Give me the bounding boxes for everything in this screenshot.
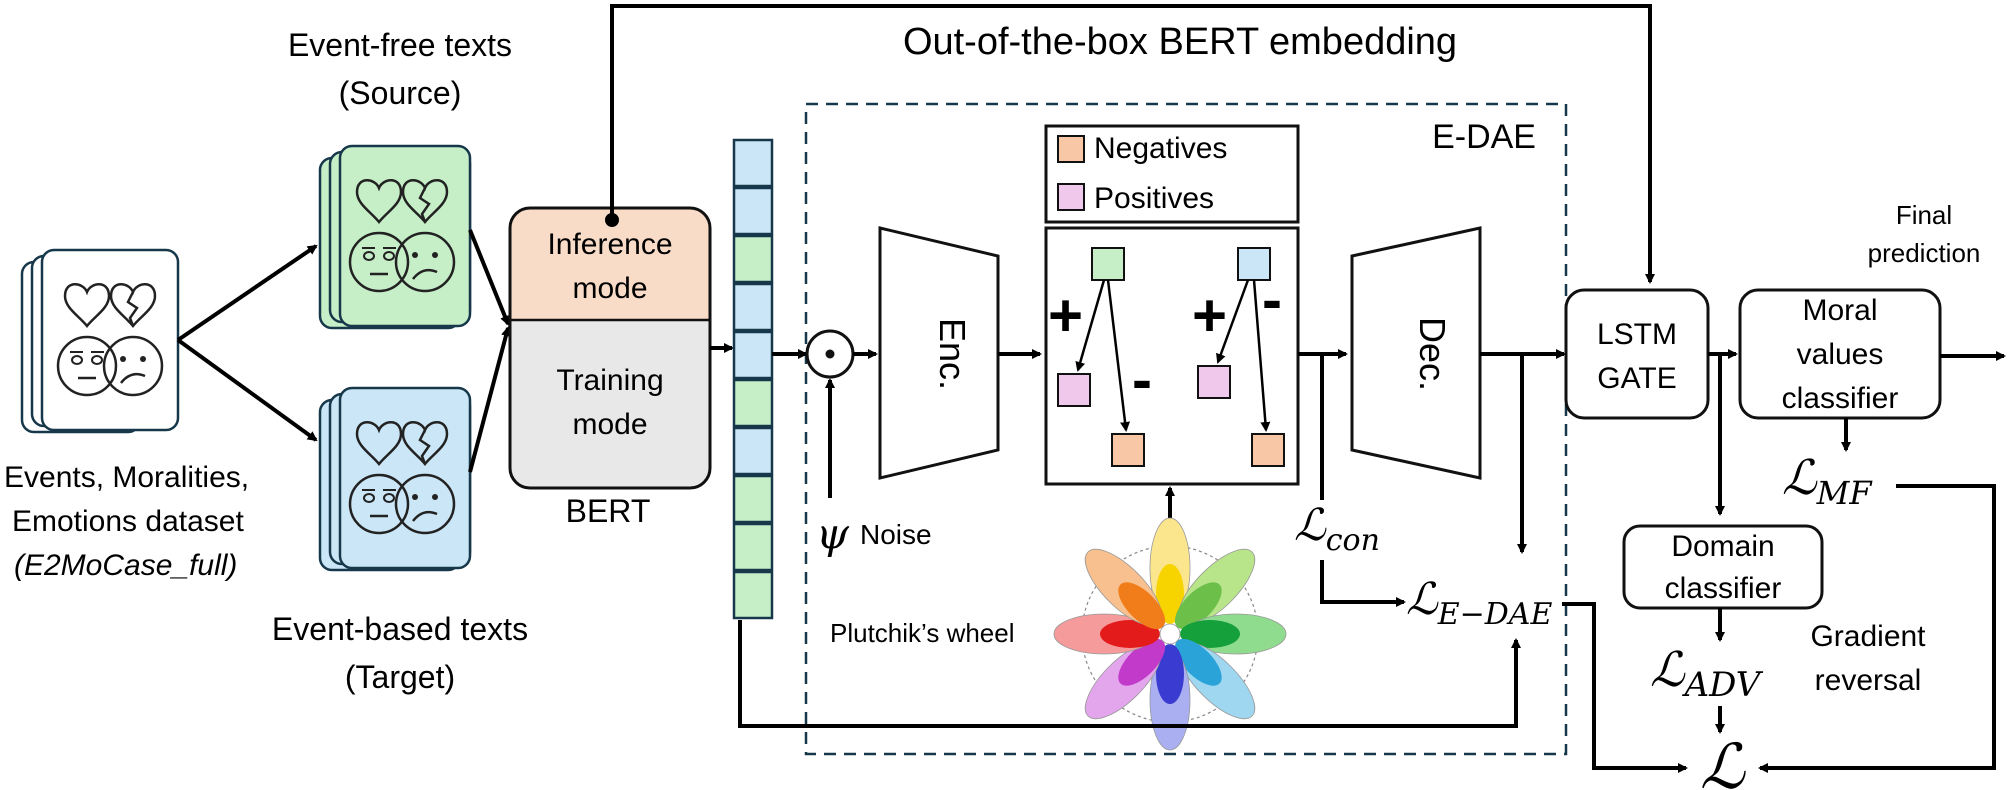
arrow-to-source bbox=[176, 244, 318, 342]
decoder-label: Dec. bbox=[1412, 317, 1453, 391]
total-loss-symbol: ℒ bbox=[1700, 730, 1746, 790]
embedding-cell bbox=[732, 282, 774, 332]
odot-operator bbox=[805, 329, 855, 379]
positives-swatch bbox=[1057, 183, 1085, 211]
embedding-cell bbox=[732, 378, 774, 428]
positive-square-right bbox=[1197, 365, 1231, 399]
final-label-line2: prediction bbox=[1868, 238, 1981, 268]
negatives-swatch bbox=[1057, 135, 1085, 163]
minus-sign-right: - bbox=[1262, 266, 1282, 333]
embedding-cell bbox=[732, 426, 774, 476]
dataset-card-stack bbox=[20, 248, 180, 434]
out-of-box-label: Out-of-the-box BERT embedding bbox=[903, 21, 1457, 63]
arrow-push-negative-left bbox=[1106, 279, 1131, 432]
embedding-cell bbox=[732, 570, 774, 620]
psi-symbol: ψ bbox=[816, 509, 850, 558]
positive-square-left bbox=[1057, 373, 1091, 407]
dataset-label-line2: Emotions dataset bbox=[12, 505, 244, 538]
minus-sign-left: - bbox=[1132, 346, 1152, 413]
arrow-lcon-to-ledae bbox=[1320, 560, 1406, 607]
anchor-green-square bbox=[1091, 247, 1125, 281]
source-card-stack bbox=[318, 144, 472, 330]
lstm-label-line2: GATE bbox=[1597, 362, 1676, 395]
l-edae-symbol: ℒE−DAE bbox=[1406, 574, 1552, 632]
edae-label: E-DAE bbox=[1432, 118, 1536, 156]
moral-label-line3: classifier bbox=[1782, 382, 1899, 415]
noise-label: Noise bbox=[860, 519, 932, 550]
anchor-blue-square bbox=[1237, 247, 1271, 281]
edae-box bbox=[804, 102, 1568, 756]
embedding-cell bbox=[732, 522, 774, 572]
target-label: (Target) bbox=[345, 659, 455, 695]
domain-label-line1: Domain bbox=[1671, 530, 1774, 563]
arrow-embedding-to-ledae bbox=[738, 620, 1521, 728]
inference-mode-line1: Inference bbox=[547, 228, 672, 261]
arrow-lmf-to-total bbox=[1758, 484, 1996, 773]
gradient-label-line1: Gradient bbox=[1810, 620, 1926, 653]
gradient-label-line2: reversal bbox=[1815, 664, 1922, 697]
dataset-label-line1: Events, Moralities, bbox=[4, 461, 249, 494]
encoder-block bbox=[878, 226, 1000, 480]
embedding-cell bbox=[732, 330, 774, 380]
l-con-symbol: ℒcon bbox=[1294, 500, 1380, 558]
contrastive-right-group: + - bbox=[1192, 247, 1285, 467]
l-adv-symbol: ℒADV bbox=[1650, 642, 1764, 705]
legend-box bbox=[1044, 124, 1300, 224]
contrastive-left-group: + - bbox=[1048, 247, 1152, 467]
arrow-to-target bbox=[176, 338, 318, 442]
negatives-label: Negatives bbox=[1094, 132, 1227, 165]
domain-label-line2: classifier bbox=[1665, 572, 1782, 605]
encoder-label: Enc. bbox=[932, 318, 973, 390]
embedding-cell bbox=[732, 186, 774, 236]
plus-sign-left: + bbox=[1048, 282, 1083, 349]
event-based-title: Event-based texts bbox=[272, 611, 528, 647]
arrow-pull-positive-left bbox=[1075, 279, 1106, 372]
training-mode-line1: Training bbox=[556, 364, 663, 397]
moral-label-line1: Moral bbox=[1802, 294, 1877, 327]
arrow-target-to-bert bbox=[468, 326, 511, 473]
embedding-cell bbox=[732, 138, 774, 188]
final-label-line1: Final bbox=[1896, 200, 1952, 230]
lstm-label-line1: LSTM bbox=[1597, 318, 1677, 351]
plutchik-wheel-image bbox=[1053, 517, 1287, 751]
negative-square-right bbox=[1251, 433, 1285, 467]
bert-label: BERT bbox=[566, 493, 651, 529]
source-label: (Source) bbox=[339, 75, 462, 111]
arrow-source-to-bert bbox=[468, 229, 510, 326]
inference-mode-line2: mode bbox=[572, 272, 647, 305]
plutchik-label: Plutchik’s wheel bbox=[830, 618, 1015, 648]
dataset-name: (E2MoCase_full) bbox=[14, 549, 237, 582]
embedding-cell bbox=[732, 474, 774, 524]
embedding-cell bbox=[732, 234, 774, 284]
lstm-gate-box bbox=[1564, 288, 1710, 420]
domain-classifier-box bbox=[1622, 524, 1824, 610]
positives-label: Positives bbox=[1094, 182, 1214, 215]
l-mf-symbol: ℒMF bbox=[1782, 450, 1873, 512]
decoder-block bbox=[1350, 226, 1482, 480]
target-card-stack bbox=[318, 386, 472, 572]
event-free-title: Event-free texts bbox=[288, 27, 512, 63]
arrow-pull-positive-right bbox=[1216, 279, 1250, 364]
arrow-push-negative-right bbox=[1252, 279, 1271, 432]
negative-square-left bbox=[1111, 433, 1145, 467]
embedding-vector bbox=[732, 138, 774, 620]
out-of-box-path bbox=[610, 4, 1655, 284]
arrow-ledae-to-total bbox=[1562, 602, 1688, 773]
moral-label-line2: values bbox=[1797, 338, 1884, 371]
training-mode-line2: mode bbox=[572, 408, 647, 441]
plus-sign-right: + bbox=[1192, 282, 1227, 349]
